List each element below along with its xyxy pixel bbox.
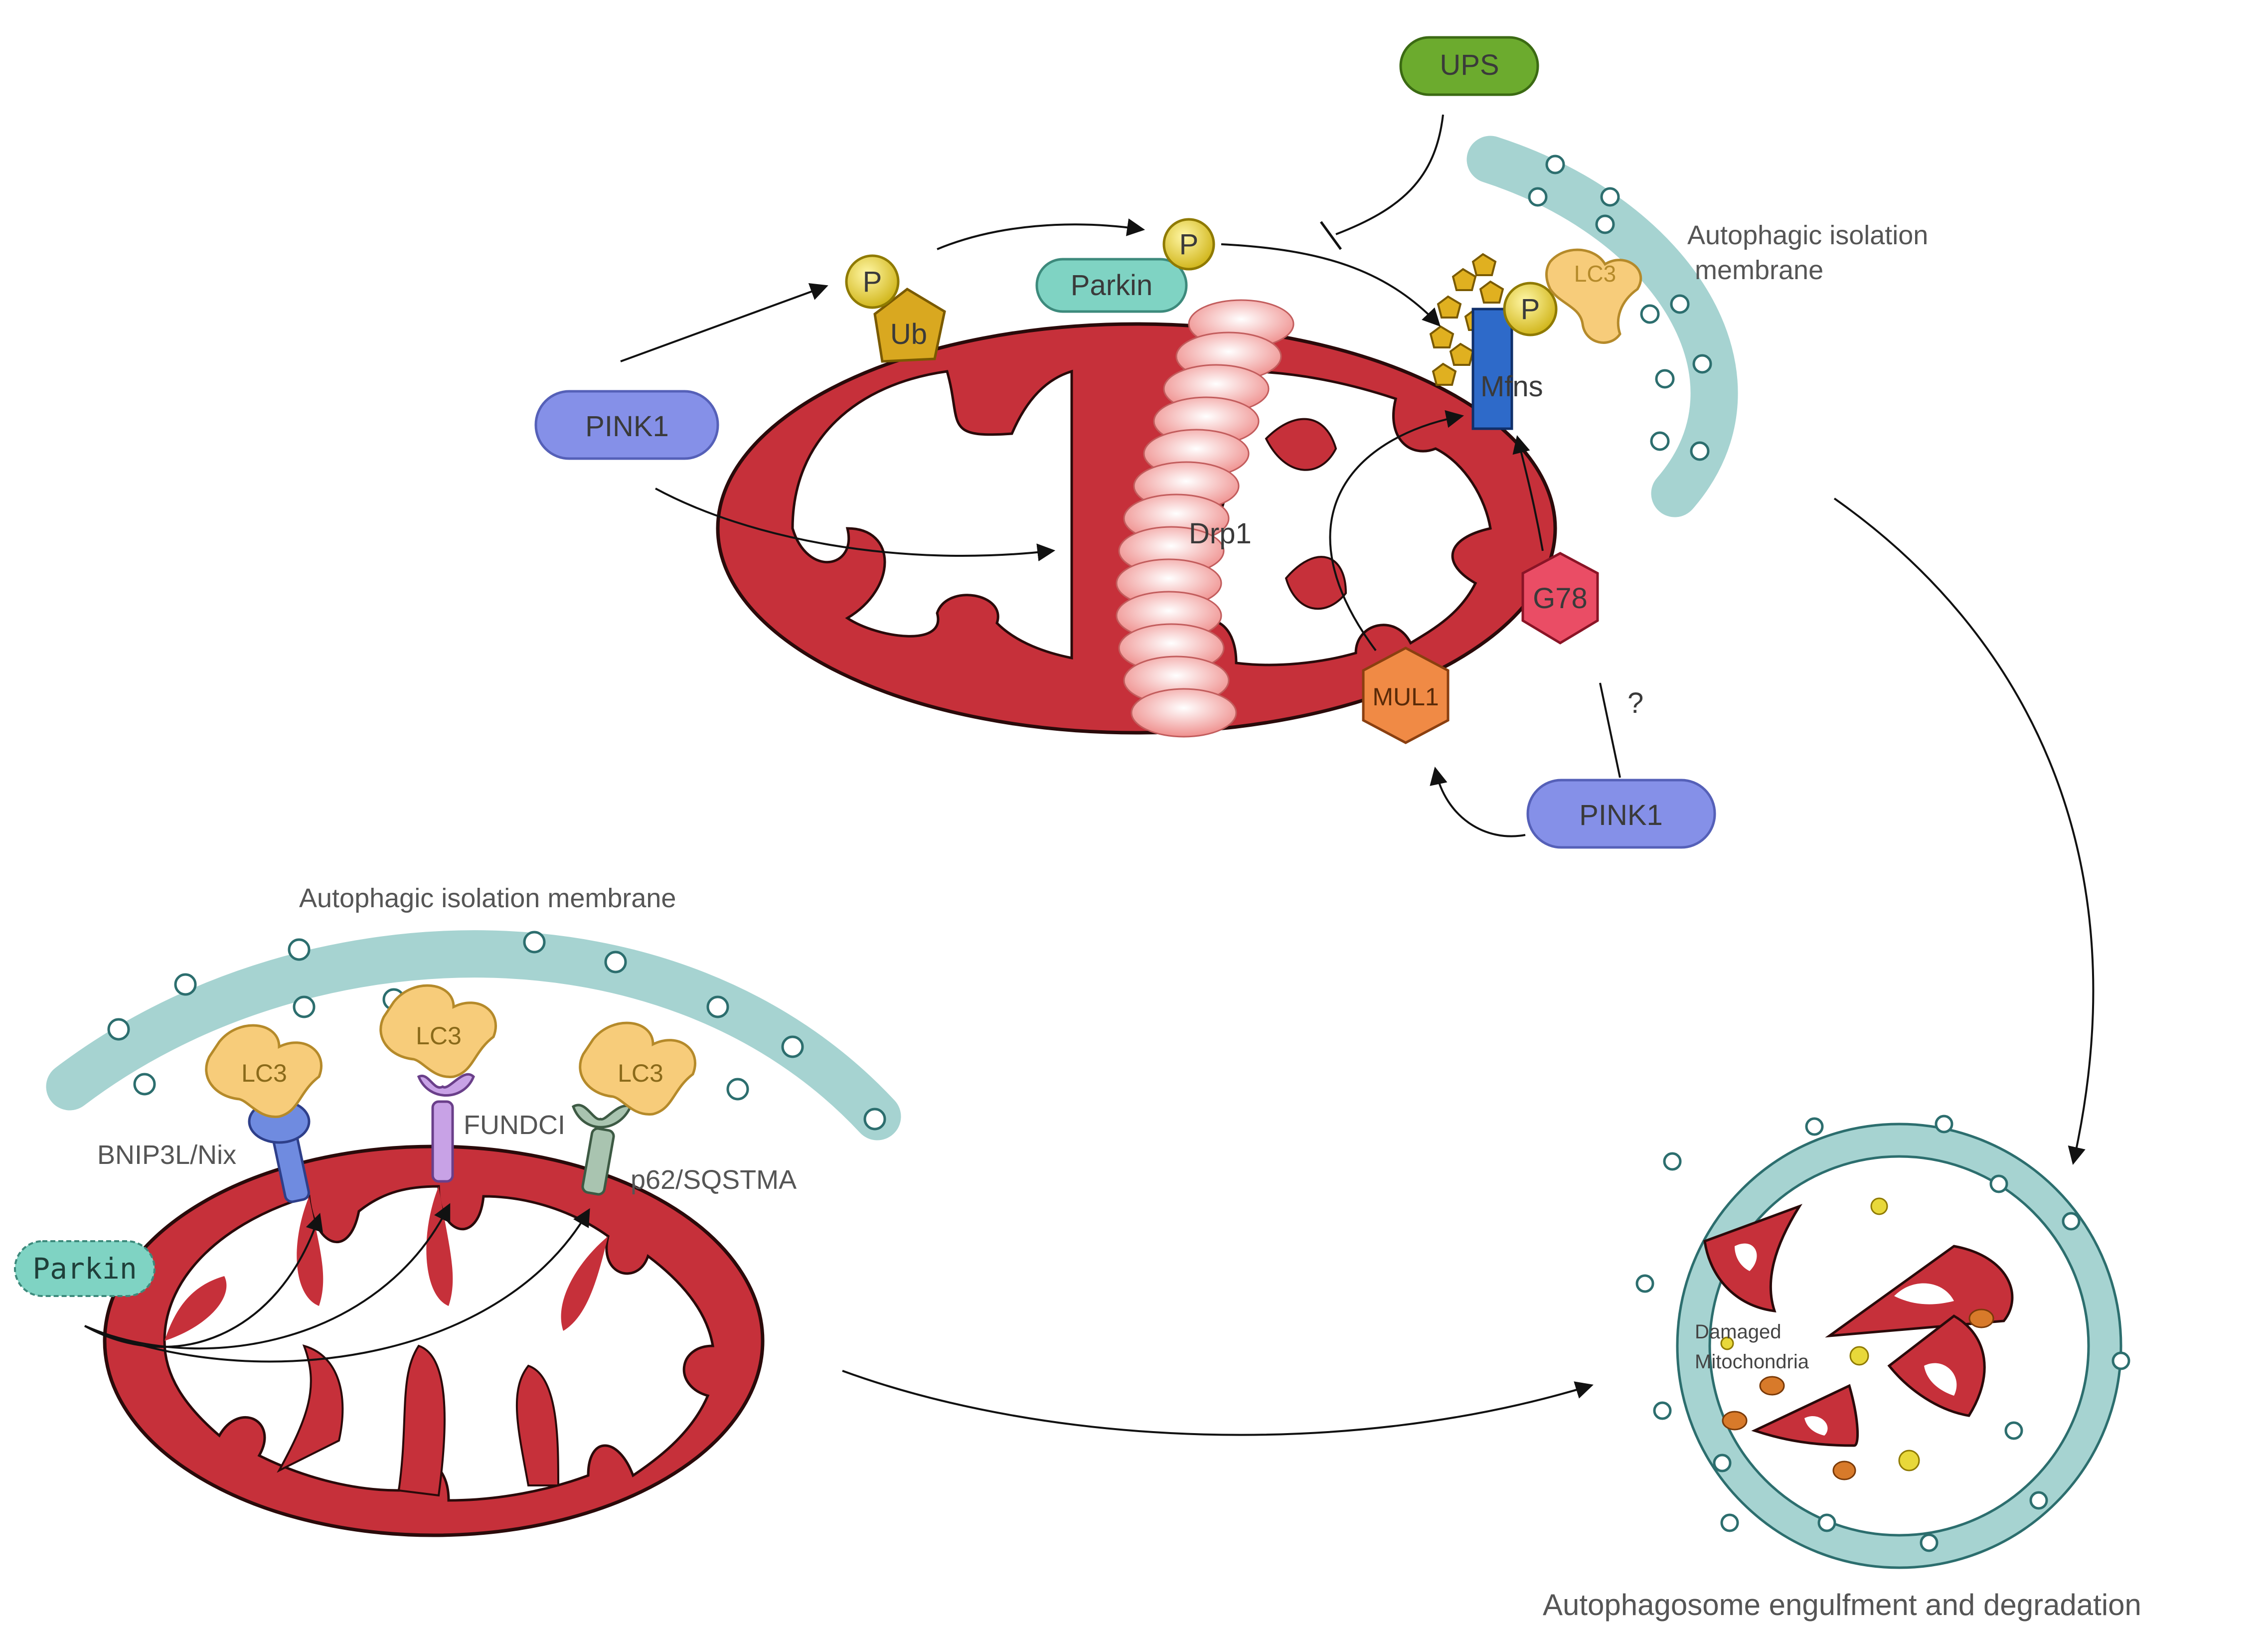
drp1-ring-stack [1116, 299, 1295, 738]
phospho-2-label: P [1179, 228, 1199, 261]
phospho-tag-1: P [845, 254, 900, 309]
lc3-b: LC3 [379, 984, 497, 1078]
question-mark: ? [1627, 687, 1643, 719]
pink1-top-label: PINK1 [585, 410, 669, 443]
lc3-a-label: LC3 [241, 1059, 287, 1087]
damaged-mito-label-line1: Damaged [1695, 1321, 1781, 1343]
lc3-c: LC3 [579, 1021, 696, 1116]
autophagic-bottom-label: Autophagic isolation membrane [299, 883, 676, 913]
ub-label: Ub [890, 318, 927, 350]
lc3-c-label: LC3 [618, 1059, 663, 1087]
autophagic-top-label-line2: membrane [1695, 255, 1823, 285]
p62-label: p62/SQSTMA [631, 1165, 797, 1195]
bottom-mitochondrion [103, 1144, 765, 1537]
drp1-label: Drp1 [1189, 517, 1252, 550]
ups-inhibition-line [1335, 114, 1444, 235]
p62-receptor [571, 1104, 633, 1196]
pink1-bottom-label: PINK1 [1579, 799, 1663, 831]
mfns-label: Mfns [1480, 370, 1543, 403]
g78-label: G78 [1533, 582, 1588, 615]
pink1-top-node: PINK1 [534, 390, 719, 460]
bottom-isolation-membrane [46, 930, 901, 1140]
pink1-bottom-node: PINK1 [1526, 779, 1716, 849]
damaged-mito-label-line2: Mitochondria [1695, 1351, 1809, 1373]
phospho-3-label: P [1521, 293, 1540, 325]
top-arrows [620, 218, 2095, 1165]
lc3-a: LC3 [205, 1024, 323, 1118]
ups-label: UPS [1440, 49, 1499, 81]
ups-inhibition-bar [1319, 221, 1342, 250]
fundci-label: FUNDCI [464, 1110, 565, 1140]
g78-node: G78 [1521, 552, 1599, 645]
top-isolation-membrane [1466, 136, 1738, 517]
ups-node: UPS [1399, 36, 1539, 96]
parkin-left-node: Parkin [14, 1240, 156, 1297]
bottom-left-arrows [84, 1203, 1594, 1436]
pink1-unknown-link [1599, 682, 1621, 778]
phospho-1-label: P [863, 266, 882, 298]
ub-tag: Ub [873, 287, 946, 363]
mul1-label: MUL1 [1372, 683, 1439, 711]
parkin-top-label: Parkin [1071, 269, 1152, 302]
lc3-b-label: LC3 [416, 1022, 462, 1050]
mfns-protein: Mfns [1471, 308, 1543, 430]
lc3-top-receptor: LC3 [1545, 248, 1642, 344]
parkin-top-node: Parkin [1035, 258, 1188, 313]
lc3-top-label: LC3 [1574, 261, 1616, 287]
autophagosome [1635, 1115, 2130, 1569]
mul1-node: MUL1 [1362, 647, 1450, 744]
phospho-tag-2: P [1162, 218, 1215, 271]
phospho-tag-3: P [1503, 282, 1558, 336]
bnip3l-label: BNIP3L/Nix [97, 1140, 236, 1170]
fundci-receptor [417, 1073, 475, 1183]
parkin-left-label: Parkin [32, 1252, 137, 1286]
autophagic-top-label-line1: Autophagic isolation [1687, 220, 1928, 250]
engulfment-label: Autophagosome engulfment and degradation [1543, 1588, 2141, 1622]
